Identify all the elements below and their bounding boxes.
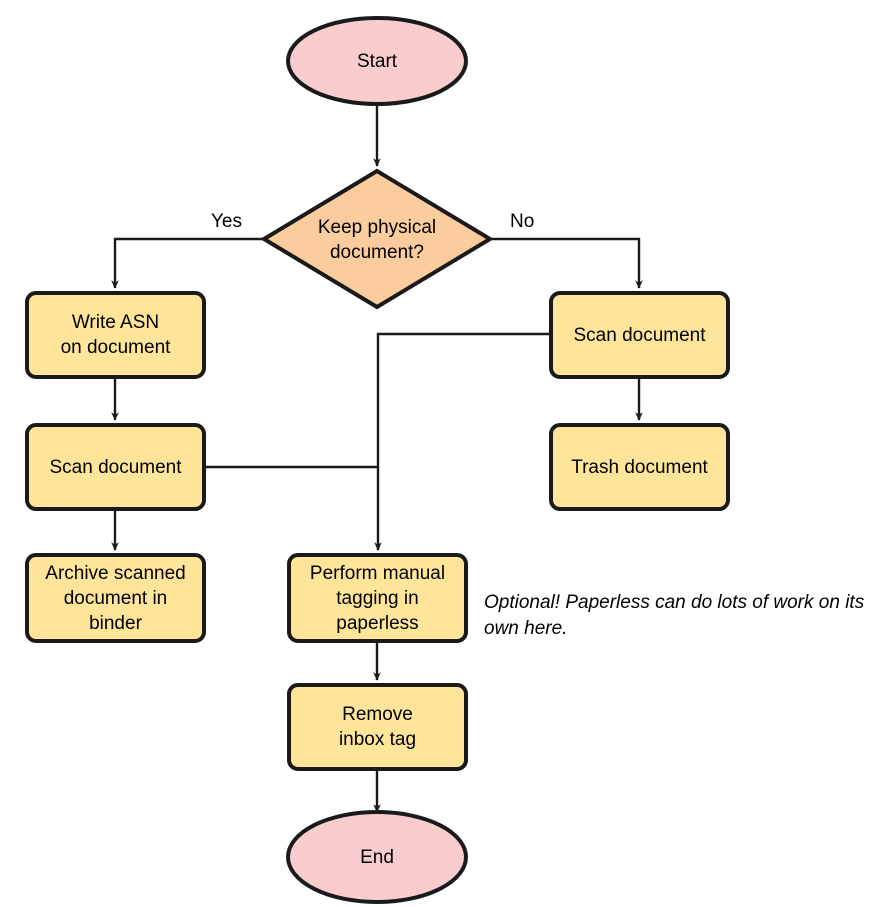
node-trash-document[interactable] <box>549 423 730 511</box>
node-scan-document-right[interactable] <box>549 291 730 379</box>
node-end[interactable] <box>286 810 468 904</box>
edge-label-no: No <box>510 211 535 232</box>
connector-decision-no-to-scan-right <box>490 237 643 289</box>
connector-scan-right-to-tagging <box>374 332 551 551</box>
node-decision-keep-physical-document[interactable] <box>260 168 494 310</box>
optional-note: Optional! Paperless can do lots of work … <box>484 592 865 639</box>
node-remove-inbox-tag[interactable] <box>287 683 468 771</box>
node-perform-manual-tagging-in-paperless[interactable] <box>287 553 468 643</box>
edge-label-yes: Yes <box>211 211 242 232</box>
node-write-asn-on-document[interactable] <box>25 291 206 379</box>
node-start[interactable] <box>286 16 468 106</box>
node-archive-scanned-document-in-binder[interactable] <box>25 553 206 643</box>
connector-decision-yes-to-write-asn <box>111 237 264 289</box>
node-scan-document-left[interactable] <box>25 423 206 511</box>
